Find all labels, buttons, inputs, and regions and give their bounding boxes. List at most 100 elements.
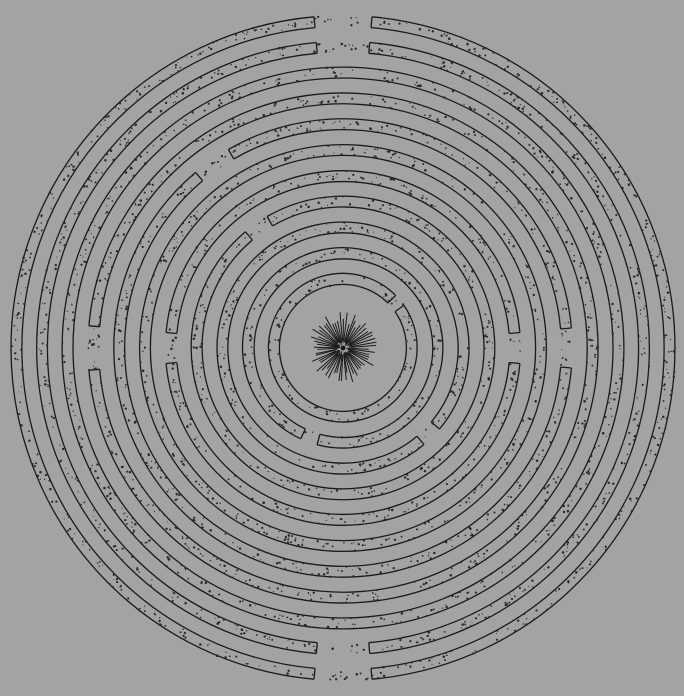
speckle — [209, 134, 211, 136]
speckle — [70, 404, 72, 406]
speckle — [349, 44, 350, 45]
speckle — [66, 514, 67, 515]
speckle — [589, 127, 592, 130]
speckle — [295, 538, 296, 539]
speckle — [419, 85, 421, 87]
speckle — [655, 264, 657, 266]
speckle — [516, 528, 518, 530]
speckle — [598, 445, 600, 447]
speckle — [261, 255, 263, 257]
speckle — [283, 371, 284, 372]
speckle — [157, 296, 158, 297]
speckle — [219, 225, 221, 227]
speckle — [512, 245, 515, 248]
speckle — [469, 162, 470, 163]
speckle — [427, 142, 429, 144]
speckle — [234, 387, 237, 390]
speckle — [94, 225, 95, 226]
speckle — [270, 112, 272, 114]
speckle — [480, 401, 482, 403]
speckle — [512, 443, 515, 446]
speckle — [252, 585, 254, 587]
speckle — [526, 115, 527, 116]
speckle — [229, 655, 231, 657]
speckle — [239, 208, 240, 209]
speckle — [506, 126, 508, 128]
speckle — [662, 416, 664, 418]
speckle — [343, 127, 345, 129]
speckle — [303, 100, 304, 101]
speckle — [365, 545, 366, 546]
speckle — [273, 509, 275, 511]
speckle — [548, 430, 550, 432]
speckle — [547, 209, 549, 211]
speckle — [596, 519, 598, 521]
speckle — [383, 22, 385, 24]
speckle — [282, 584, 284, 586]
speckle — [124, 351, 125, 352]
speckle — [422, 397, 424, 399]
speckle — [461, 73, 463, 75]
speckle — [400, 621, 401, 622]
speckle — [176, 527, 178, 529]
speckle — [368, 575, 370, 577]
speckle — [196, 211, 197, 212]
speckle — [144, 86, 146, 88]
speckle — [461, 562, 462, 563]
speckle — [662, 269, 664, 271]
speckle — [468, 133, 470, 135]
speckle — [332, 675, 334, 677]
speckle — [285, 126, 287, 128]
speckle — [289, 301, 292, 304]
speckle — [617, 293, 619, 295]
speckle — [236, 517, 238, 519]
speckle — [645, 337, 647, 339]
speckle — [666, 286, 667, 287]
speckle — [200, 553, 202, 555]
speckle — [225, 41, 226, 42]
speckle — [264, 635, 266, 637]
speckle — [561, 468, 562, 469]
speckle — [373, 597, 375, 599]
speckle — [487, 519, 489, 521]
speckle — [467, 347, 469, 349]
speckle — [124, 108, 126, 110]
speckle — [440, 67, 442, 69]
speckle — [608, 424, 610, 426]
speckle — [157, 466, 158, 467]
speckle — [335, 197, 337, 199]
speckle — [72, 169, 74, 171]
speckle — [141, 331, 143, 333]
speckle — [177, 596, 179, 598]
speckle — [186, 537, 188, 539]
speckle — [265, 251, 267, 253]
speckle — [156, 225, 158, 227]
speckle — [181, 564, 183, 566]
speckle — [46, 344, 48, 346]
speckle — [304, 431, 306, 433]
speckle — [261, 259, 263, 261]
speckle — [330, 411, 332, 413]
speckle — [378, 460, 379, 461]
speckle — [658, 427, 660, 429]
speckle — [468, 566, 470, 568]
speckle — [267, 28, 269, 30]
speckle — [590, 346, 591, 347]
speckle — [562, 505, 565, 508]
speckle — [68, 398, 70, 400]
speckle — [510, 377, 513, 380]
speckle — [664, 360, 666, 362]
speckle — [484, 54, 486, 56]
speckle — [296, 263, 297, 264]
speckle — [449, 390, 452, 393]
speckle — [109, 275, 111, 277]
speckle — [457, 535, 459, 537]
speckle — [401, 185, 402, 186]
speckle — [139, 93, 142, 96]
speckle — [641, 353, 643, 355]
speckle — [233, 292, 234, 293]
speckle — [465, 501, 467, 503]
speckle — [292, 215, 294, 217]
speckle — [285, 266, 287, 268]
speckle — [86, 434, 87, 435]
